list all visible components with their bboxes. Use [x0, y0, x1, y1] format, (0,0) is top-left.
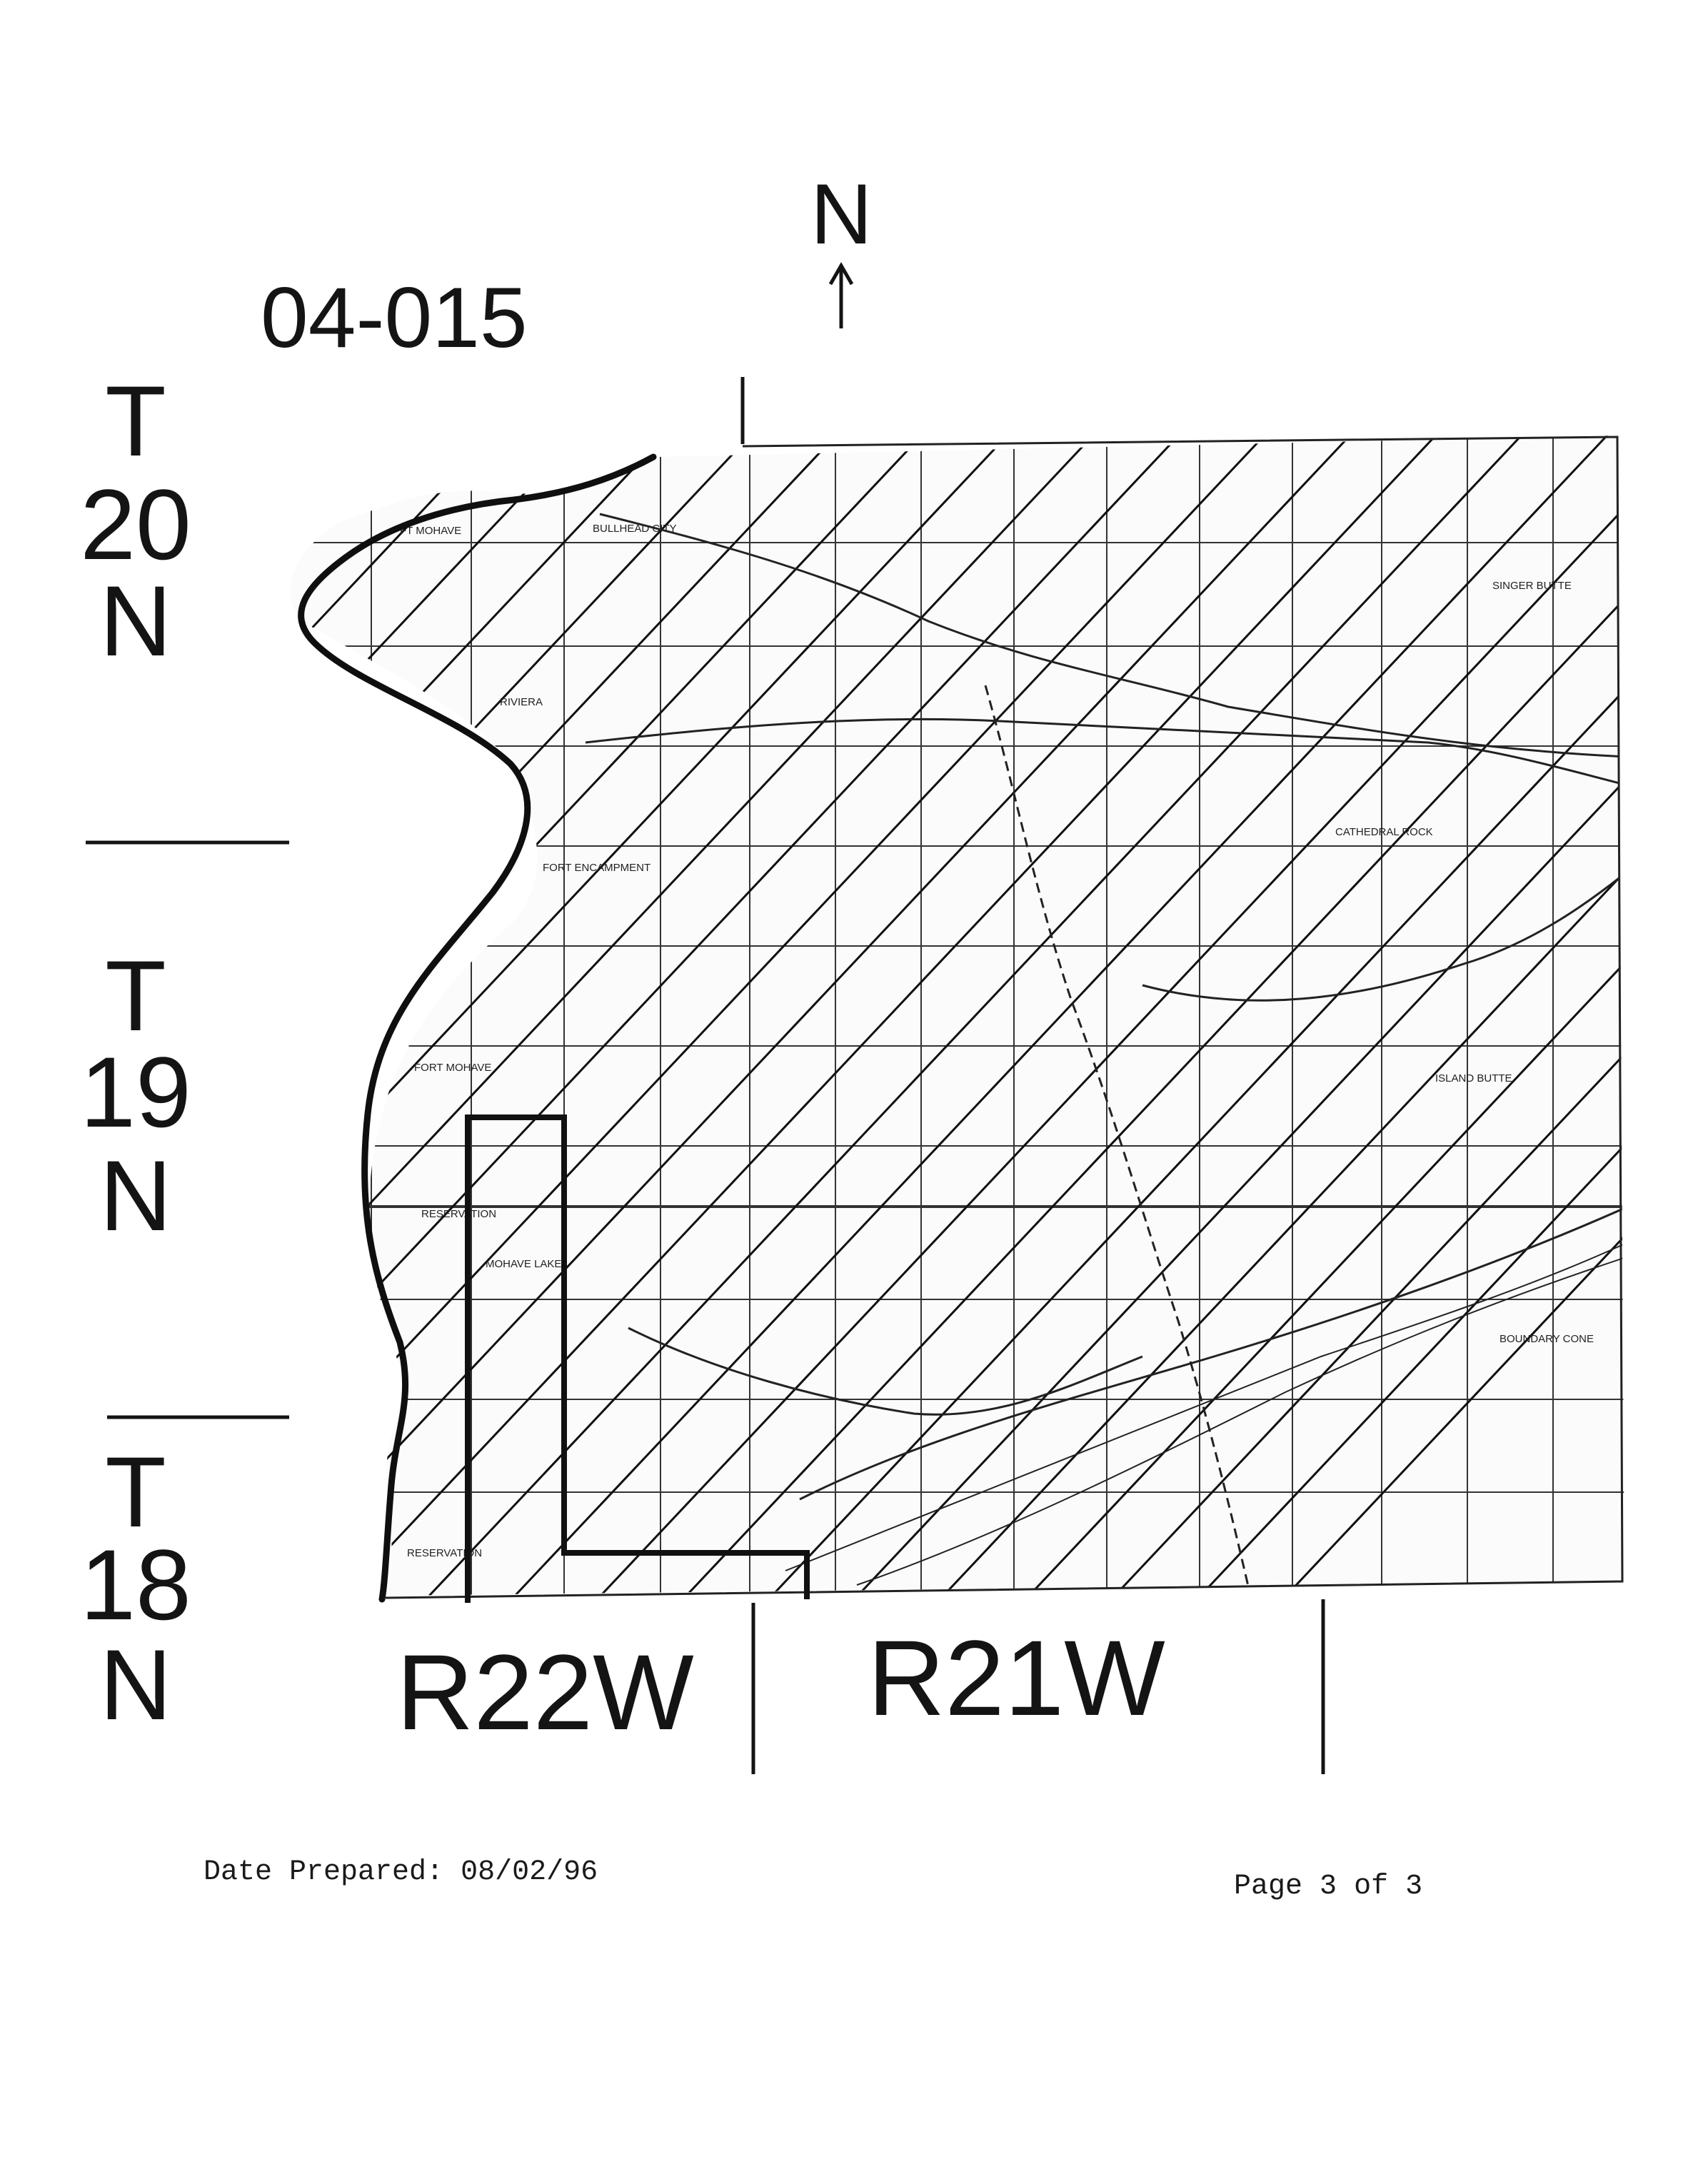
map-id: 04-015	[261, 270, 528, 366]
township-dividers	[86, 377, 1325, 1774]
svg-text:RESERVATION: RESERVATION	[407, 1547, 482, 1559]
river-boundary	[298, 453, 657, 1603]
map-outline	[385, 436, 1624, 1599]
section-grid	[289, 436, 1624, 1596]
north-letter: N	[810, 166, 873, 262]
date-prepared: Date Prepared: 08/02/96	[204, 1856, 598, 1888]
place-labels: FT MOHAVE BULLHEAD CITY RIVIERA FORT ENC…	[400, 523, 1594, 1559]
page-of: of	[1354, 1871, 1389, 1903]
range-r22w-label: R22W	[396, 1632, 694, 1752]
township-number: 19	[80, 1036, 191, 1148]
svg-text:FT MOHAVE: FT MOHAVE	[400, 525, 461, 537]
date-value: 08/02/96	[461, 1856, 598, 1888]
township-n: N	[99, 565, 172, 677]
svg-text:MOHAVE LAKE: MOHAVE LAKE	[486, 1258, 561, 1270]
svg-text:SINGER BUTTE: SINGER BUTTE	[1492, 580, 1572, 592]
page-current: 3	[1320, 1871, 1337, 1903]
township-number: 20	[80, 468, 191, 580]
svg-text:BOUNDARY CONE: BOUNDARY CONE	[1499, 1333, 1594, 1345]
township-n: N	[99, 1629, 172, 1741]
township-t: T	[105, 940, 166, 1052]
date-label: Date Prepared:	[204, 1856, 444, 1888]
map-body: FT MOHAVE BULLHEAD CITY RIVIERA FORT ENC…	[289, 436, 1624, 1596]
svg-text:RESERVATION: RESERVATION	[421, 1208, 496, 1220]
svg-text:ISLAND BUTTE: ISLAND BUTTE	[1435, 1072, 1512, 1084]
township-t: T	[105, 365, 166, 477]
svg-text:BULLHEAD CITY: BULLHEAD CITY	[593, 523, 677, 535]
township-number: 18	[80, 1529, 191, 1641]
svg-text:CATHEDRAL ROCK: CATHEDRAL ROCK	[1335, 826, 1433, 838]
township-n: N	[99, 1139, 172, 1252]
washes-and-roads	[585, 513, 1624, 1593]
north-arrow-icon	[828, 261, 854, 328]
svg-text:RIVIERA: RIVIERA	[500, 696, 543, 708]
page-total: 3	[1405, 1871, 1423, 1903]
excluded-area-outline	[465, 1114, 810, 1603]
range-r21w-label: R21W	[868, 1618, 1165, 1738]
svg-text:FORT MOHAVE: FORT MOHAVE	[414, 1062, 491, 1074]
page-number: Page 3 of 3	[1234, 1871, 1422, 1903]
page-prefix: Page	[1234, 1871, 1303, 1903]
svg-text:FORT ENCAMPMENT: FORT ENCAMPMENT	[543, 862, 650, 874]
township-t: T	[105, 1436, 166, 1548]
